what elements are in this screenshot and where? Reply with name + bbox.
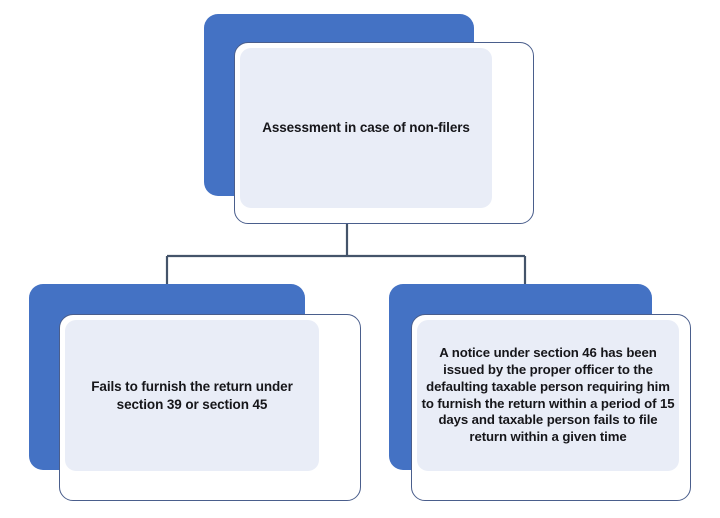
node-right-condition[interactable]: A notice under section 46 has been issue… xyxy=(389,284,691,501)
node-left-condition[interactable]: Fails to furnish the return under sectio… xyxy=(29,284,361,501)
node-root-label: Assessment in case of non-filers xyxy=(262,120,470,136)
node-right-condition-panel: A notice under section 46 has been issue… xyxy=(417,320,679,471)
node-left-condition-label: Fails to furnish the return under sectio… xyxy=(91,378,293,412)
node-left-condition-panel: Fails to furnish the return under sectio… xyxy=(65,320,319,471)
node-right-condition-label: A notice under section 46 has been issue… xyxy=(421,344,675,445)
node-root[interactable]: Assessment in case of non-filers xyxy=(204,14,534,224)
node-root-panel: Assessment in case of non-filers xyxy=(240,48,492,208)
